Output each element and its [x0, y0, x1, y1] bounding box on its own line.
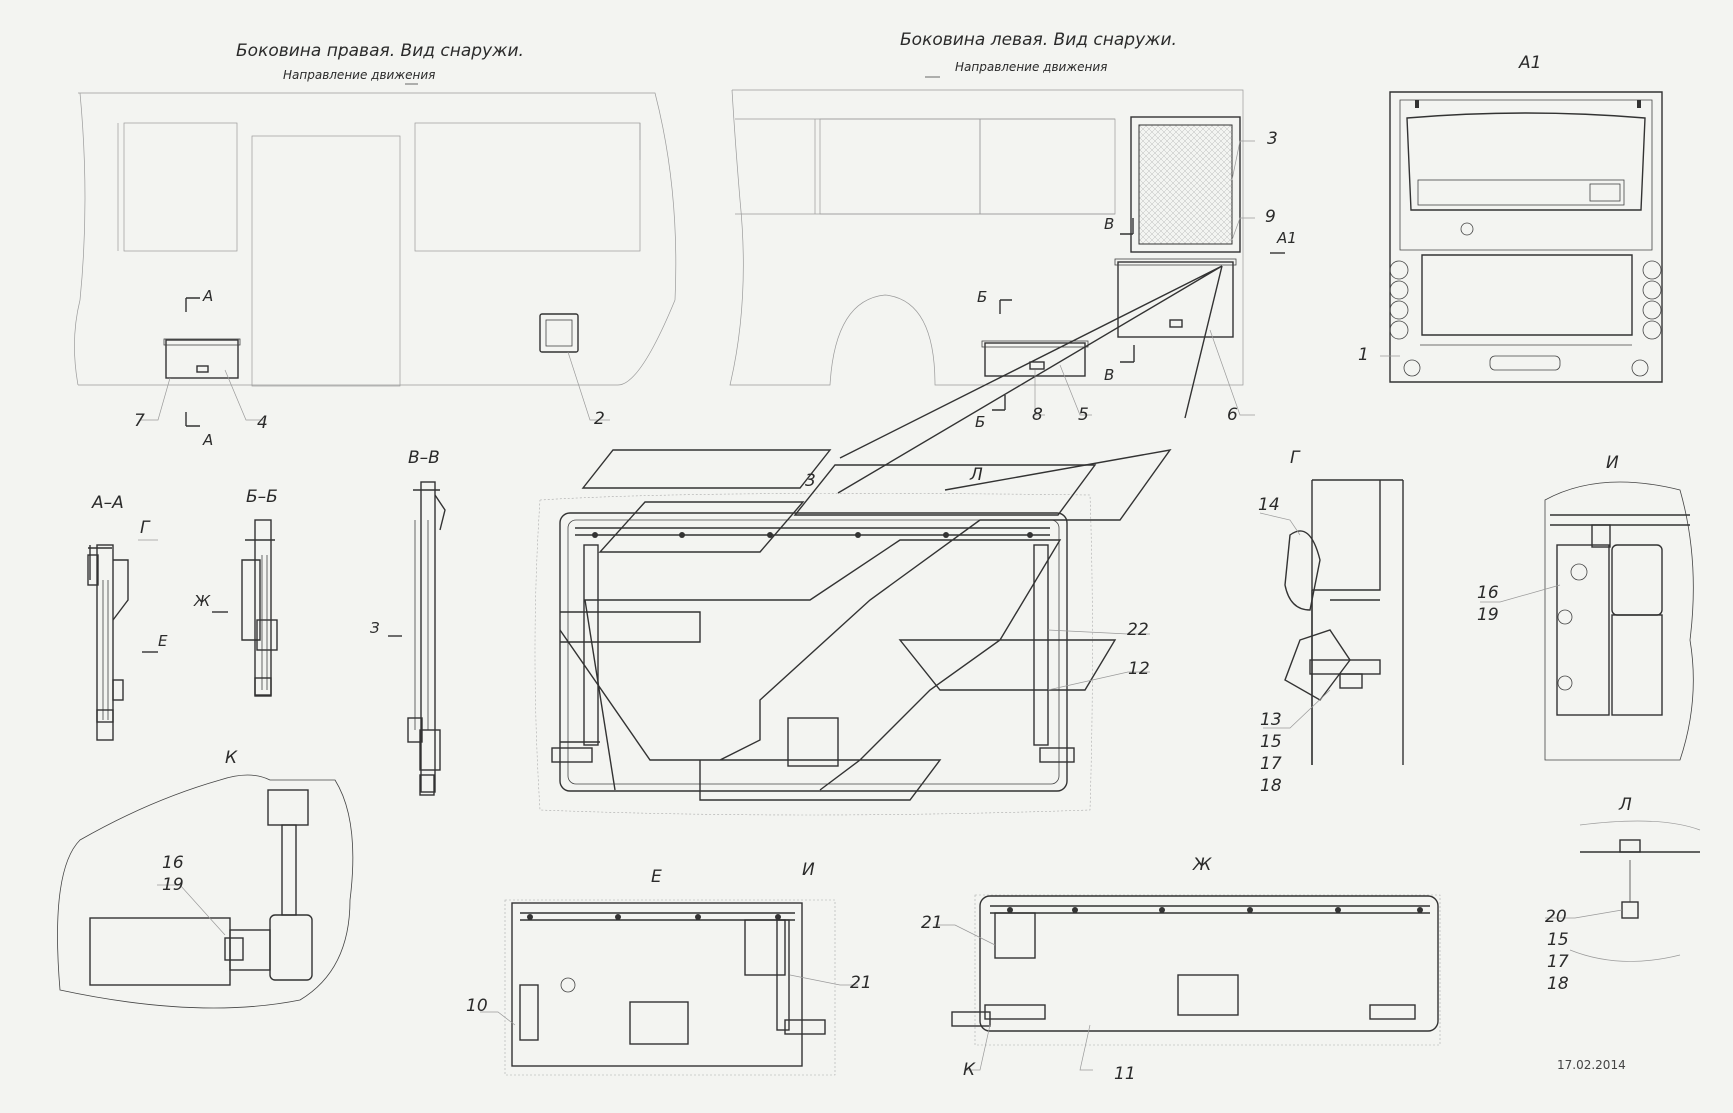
view-bb: Б–Б	[246, 487, 278, 507]
callout-4: 4	[257, 413, 268, 433]
leader-lines	[837, 265, 1223, 494]
callout-19-k: 19	[162, 875, 184, 895]
view-g-drawing	[1284, 479, 1404, 765]
callout-19-i: 19	[1477, 605, 1499, 625]
view-i-drawing	[1544, 481, 1694, 761]
callout-12: 12	[1128, 659, 1150, 679]
direction-label-left: Направление движения	[955, 60, 1107, 74]
callout-7: 7	[134, 411, 145, 431]
section-a-bottom: А	[202, 431, 213, 449]
rear-view-a1	[1389, 91, 1663, 383]
view-k-leader	[157, 884, 226, 936]
view-i: И	[1606, 453, 1619, 473]
view-g-small: Г	[140, 518, 151, 538]
callout-9: 9	[1265, 207, 1276, 227]
section-vv-drawing	[407, 481, 446, 796]
view-e: Е	[651, 867, 662, 887]
callout-6: 6	[1227, 405, 1238, 425]
view-i-small: И	[802, 860, 815, 880]
view-k-drawing	[57, 774, 354, 1009]
callout-18: 18	[1260, 776, 1282, 796]
callout-5: 5	[1078, 405, 1089, 425]
callout-3-mid: 3	[805, 471, 816, 491]
callout-15-l: 15	[1547, 930, 1569, 950]
view-i-leader	[1480, 584, 1561, 603]
main-door-detail	[534, 449, 1172, 816]
view-l-leader	[1545, 909, 1623, 919]
section-a-top: А	[202, 287, 213, 305]
callout-21-e: 21	[850, 973, 872, 993]
view-g: Г	[1290, 448, 1301, 468]
section-b-bottom: Б	[975, 413, 985, 431]
direction-label-right: Направление движения	[283, 68, 435, 82]
section-zh-arrow: Ж	[193, 592, 211, 610]
view-l-top: Л	[969, 465, 983, 485]
section-b-bottom-mark	[992, 395, 1006, 411]
view-l-drawing	[1569, 820, 1701, 962]
view-zh-leaders	[935, 924, 1093, 1071]
section-b-top-mark	[999, 299, 1012, 314]
callout-1: 1	[1358, 345, 1369, 365]
callout-3-top: 3	[1267, 129, 1278, 149]
right-side-view	[74, 92, 677, 387]
callout-16-k: 16	[162, 853, 184, 873]
view-k: К	[225, 748, 238, 768]
view-e-leaders	[480, 974, 858, 1026]
section-b-top: Б	[977, 288, 987, 306]
section-e-arrow: Е	[158, 632, 168, 650]
section-aa-drawing	[87, 544, 129, 741]
left-side-view	[729, 89, 1244, 386]
callout-13: 13	[1260, 710, 1282, 730]
left-view-leaders	[1034, 140, 1255, 416]
view-zh-drawing	[951, 894, 1441, 1046]
callout-14: 14	[1258, 495, 1280, 515]
section-a-top-mark	[185, 297, 200, 312]
callout-15: 15	[1260, 732, 1282, 752]
view-aa: А–А	[91, 493, 124, 513]
callout-17-l: 17	[1547, 952, 1569, 972]
section-bb-drawing	[241, 519, 278, 697]
section-v-top-mark	[1120, 218, 1134, 235]
callout-10: 10	[466, 996, 488, 1016]
section-v-top: В	[1104, 215, 1114, 233]
callout-16-i: 16	[1477, 583, 1499, 603]
callout-22: 22	[1127, 620, 1149, 640]
view-vv: В–В	[408, 448, 440, 468]
section-z-1: З	[370, 619, 380, 637]
view-g-leaders	[1259, 512, 1331, 729]
leader-22-12	[1047, 629, 1150, 691]
section-a-bottom-mark	[185, 412, 200, 427]
drawing-date: 17.02.2014	[1557, 1058, 1626, 1072]
callout-17: 17	[1260, 754, 1282, 774]
callout-k-mark: К	[963, 1060, 976, 1080]
callout-18-l: 18	[1547, 974, 1569, 994]
view-zh: Ж	[1192, 855, 1212, 875]
callout-21-zh: 21	[921, 913, 943, 933]
title-left-side: Боковина левая. Вид снаружи.	[900, 30, 1177, 50]
section-a1-arrow: А1	[1276, 229, 1297, 247]
callout-11: 11	[1114, 1064, 1136, 1084]
section-v-bottom: В	[1104, 366, 1114, 384]
callout-2: 2	[594, 409, 605, 429]
view-l-small: Л	[1618, 795, 1632, 815]
view-e-drawing	[504, 899, 836, 1076]
callout-8: 8	[1032, 405, 1043, 425]
callout-20: 20	[1545, 907, 1567, 927]
view-a1: А1	[1518, 53, 1541, 73]
section-v-bottom-mark	[1120, 345, 1135, 363]
title-right-side: Боковина правая. Вид снаружи.	[236, 41, 524, 61]
